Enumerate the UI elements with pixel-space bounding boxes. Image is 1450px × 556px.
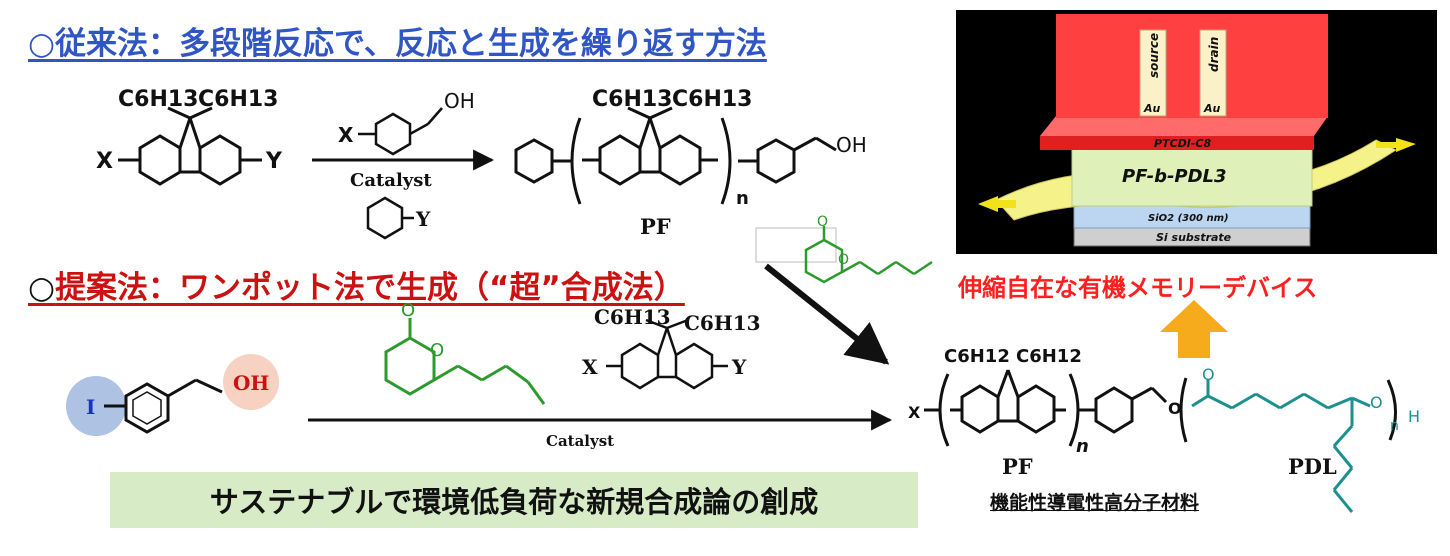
end-o: O xyxy=(1370,393,1383,412)
benzyl-alcohol-reagent xyxy=(358,107,443,156)
sio2-label: SiO2 (300 nm) xyxy=(1148,213,1229,224)
product-oh: OH xyxy=(836,133,867,157)
carbonyl-o: O xyxy=(401,300,415,321)
drain-label: drain xyxy=(1207,37,1221,72)
iodobenzyl-alcohol xyxy=(104,378,223,434)
diagonal-arrow xyxy=(764,263,890,365)
final-n: n xyxy=(1076,436,1089,457)
substituent-y: Y xyxy=(265,149,283,174)
proposed-y: Y xyxy=(731,355,747,379)
catalyst-label: Catalyst xyxy=(350,170,432,191)
pdl-carbonyl-o: O xyxy=(1202,365,1215,384)
ptcdi-layer xyxy=(1040,136,1314,150)
iodine-highlight xyxy=(66,376,126,436)
pdl-label: PDL xyxy=(1288,454,1337,479)
end-h: H xyxy=(1408,407,1420,426)
proposed-fluorene-labels: C6H13 C6H13 X Y xyxy=(582,305,761,379)
left-arrow-icon xyxy=(978,196,1016,212)
repeat-n: n xyxy=(736,188,749,209)
final-alkyl-right: C6H12 xyxy=(1016,346,1082,367)
proposed-catalyst-label: Catalyst xyxy=(546,432,614,450)
au-right-label: Au xyxy=(1203,102,1221,115)
iodo-label: I xyxy=(86,395,95,419)
pf-product-labels: C6H13 C6H13 n PF xyxy=(592,87,752,239)
circle-mark: ○ xyxy=(28,270,56,306)
ptcdi-body xyxy=(1056,14,1328,118)
fluorene-monomer-proposed xyxy=(606,318,728,390)
device-caption: 伸縮自在な有機メモリーデバイス xyxy=(958,274,1318,302)
device-layers: source drain Au Au PTCDI-C8 PF-b-PDL3 Si… xyxy=(978,14,1416,247)
pf-label: PF xyxy=(640,214,671,239)
proposed-heading-text: 提案法：ワンポット法で生成（“超”合成法） xyxy=(55,270,685,306)
ptcdi-top xyxy=(1040,116,1328,136)
up-arrow-icon xyxy=(1160,300,1228,358)
fluorene-labels: C6H13 C6H13 X Y xyxy=(96,87,283,174)
aryl-y-cap xyxy=(366,196,414,240)
proposed-alkyl-left: C6H13 xyxy=(594,305,671,329)
material-label: 機能性導電性高分子材料 xyxy=(990,492,1200,514)
end-n: n xyxy=(1390,418,1399,434)
pf-b-pdl-labels: C6H12 C6H12 X n O PF PDL xyxy=(908,346,1337,479)
ptcdi-label: PTCDI-C8 xyxy=(1154,137,1212,150)
lactone-ring-o: O xyxy=(838,252,849,268)
proposed-method-heading: ○提案法：ワンポット法で生成（“超”合成法） xyxy=(28,262,685,307)
si-label: Si substrate xyxy=(1156,231,1232,244)
reagent-oh: OH xyxy=(444,89,475,113)
final-end-x: X xyxy=(908,403,921,422)
proposed-alkyl-right: C6H13 xyxy=(684,311,761,335)
fluorene-monomer xyxy=(118,106,262,186)
product-alkyl-right: C6H13 xyxy=(672,87,752,112)
au-left-label: Au xyxy=(1143,102,1161,115)
placeholder-box xyxy=(755,227,837,263)
circle-mark: ○ xyxy=(28,26,56,62)
pf-product-structure xyxy=(514,106,837,205)
reagent-x: X xyxy=(338,123,354,147)
hydroxyl-label: OH xyxy=(233,371,269,395)
alkyl-label-right: C6H13 xyxy=(198,87,278,112)
cap-y: Y xyxy=(415,207,431,231)
source-electrode xyxy=(1139,29,1167,117)
ring-o: O xyxy=(430,340,444,361)
source-label: source xyxy=(1147,33,1161,78)
pf-b-pdl-label: PF-b-PDL3 xyxy=(1122,166,1227,187)
substituent-x: X xyxy=(96,149,113,174)
alkyl-label-left: C6H13 xyxy=(118,87,198,112)
conventional-heading-text: 従来法：多段階反応で、反応と生成を繰り返す方法 xyxy=(55,26,767,62)
conventional-method-heading: ○従来法：多段階反応で、反応と生成を繰り返す方法 xyxy=(28,18,767,63)
pf-b-pdl-structure xyxy=(924,369,1188,447)
final-alkyl-left: C6H12 xyxy=(944,346,1010,367)
hydroxyl-highlight xyxy=(223,354,279,410)
lactone-monomer xyxy=(384,318,546,405)
product-alkyl-left: C6H13 xyxy=(592,87,672,112)
lactone-monomer-top xyxy=(804,226,933,284)
sustainability-banner: サステナブルで環境低負荷な新規合成論の創成 xyxy=(110,472,918,528)
device-illustration: source drain Au Au PTCDI-C8 PF-b-PDL3 Si… xyxy=(956,10,1437,254)
banner-text: サステナブルで環境低負荷な新規合成論の創成 xyxy=(209,485,819,519)
lactone-carbonyl-o: O xyxy=(817,214,828,230)
pf-b-pdl-layer xyxy=(1071,147,1313,207)
drain-electrode xyxy=(1199,29,1227,117)
pdl-chain xyxy=(1191,379,1397,513)
right-arrow-icon xyxy=(1376,138,1416,152)
proposed-x: X xyxy=(582,355,598,379)
ester-o: O xyxy=(1168,399,1182,418)
final-pf-label: PF xyxy=(1002,454,1033,479)
